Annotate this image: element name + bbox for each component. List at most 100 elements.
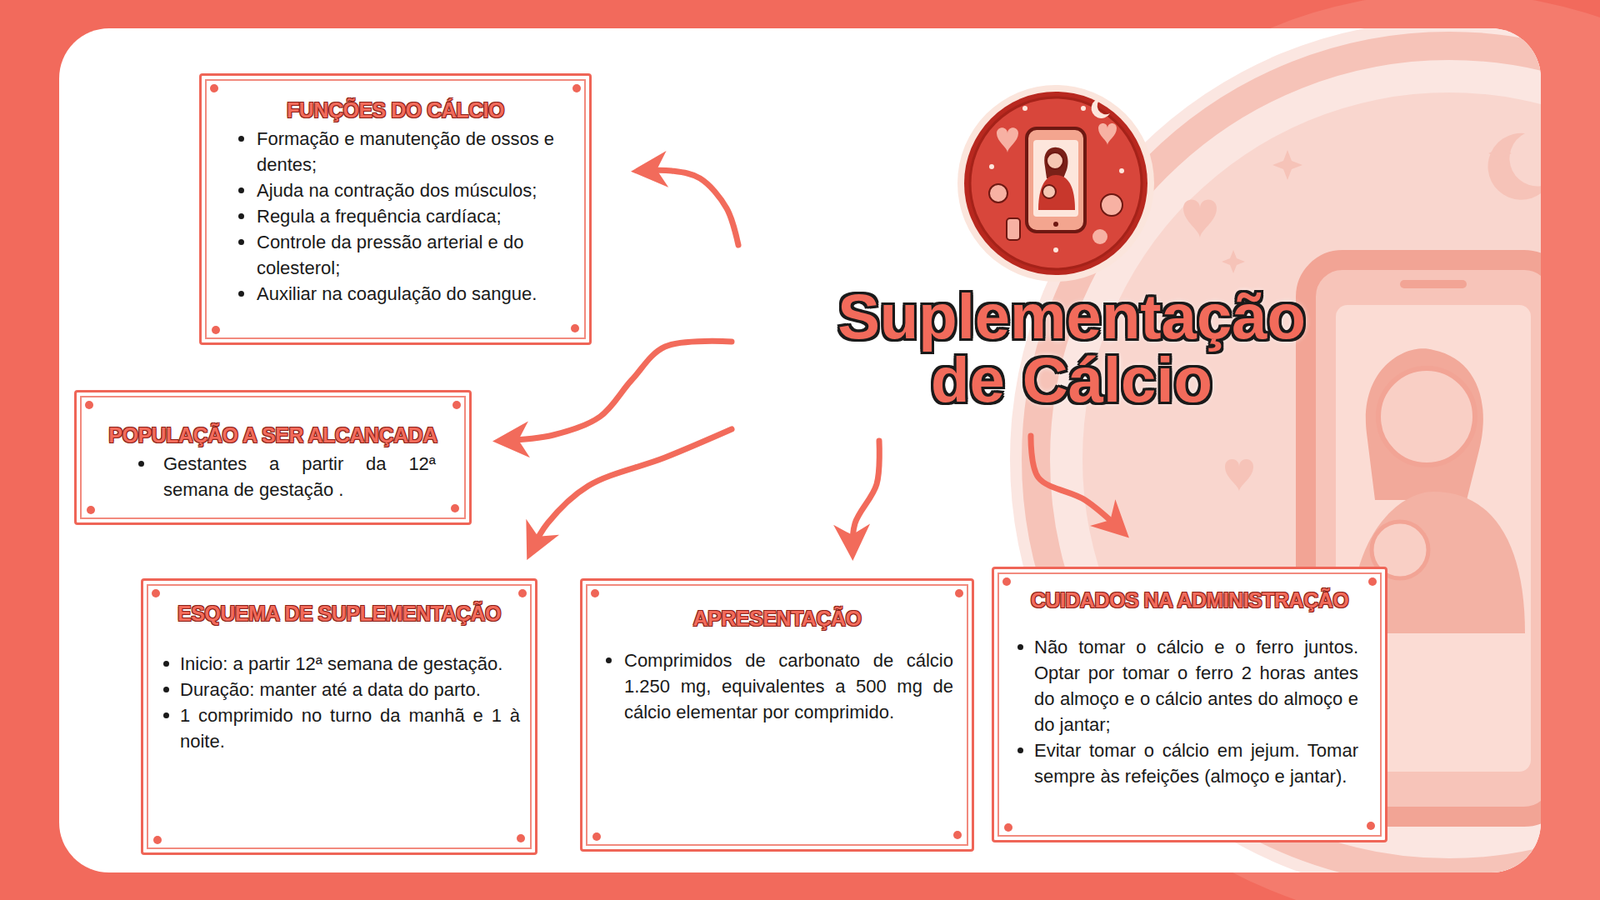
connector-arrow bbox=[1030, 435, 1123, 532]
diagram-title: Suplementação de Cálcio bbox=[805, 86, 1339, 412]
box-body: Formação e manutenção de ossos e dentes;… bbox=[201, 125, 590, 307]
bullet-text: Formação e manutenção de ossos e dentes; bbox=[256, 125, 573, 178]
corner-dot bbox=[1366, 821, 1375, 830]
bullet-dot bbox=[605, 657, 612, 664]
corner-dot bbox=[211, 325, 220, 335]
box-content: POPULAÇÃO A SER ALCANÇADAGestantes a par… bbox=[76, 392, 470, 503]
bullet-text: Regula a frequência cardíaca; bbox=[256, 203, 573, 230]
corner-dot bbox=[516, 834, 525, 843]
watermark-star bbox=[1272, 150, 1303, 180]
bullet-dot bbox=[138, 460, 145, 467]
logo-heart bbox=[1098, 123, 1117, 145]
box-heading: CUIDADOS NA ADMINISTRAÇÃO bbox=[994, 587, 1385, 613]
bullet-dot bbox=[238, 290, 245, 297]
bullet-item: 1 comprimido no turno da manhã e 1 à noi… bbox=[163, 702, 520, 755]
bullet-cell bbox=[1017, 634, 1035, 650]
bullet-cell bbox=[163, 702, 180, 719]
box-content: ESQUEMA DE SUPLEMENTAÇÃOInicio: a partir… bbox=[143, 580, 535, 755]
logo-rim bbox=[964, 91, 1148, 275]
bullet-dot bbox=[238, 135, 245, 142]
bullet-dot bbox=[1017, 747, 1024, 754]
logo bbox=[957, 85, 1155, 282]
logo-hair bbox=[1044, 147, 1068, 179]
bullet-text: Controle da pressão arterial e do colest… bbox=[256, 229, 573, 281]
bullet-item: Evitar tomar o cálcio em jejum. Tomar se… bbox=[1017, 737, 1359, 790]
logo-head bbox=[1046, 152, 1064, 170]
info-box: ESQUEMA DE SUPLEMENTAÇÃOInicio: a partir… bbox=[140, 578, 538, 855]
logo-halo bbox=[957, 85, 1155, 282]
logo-pacifier bbox=[989, 184, 1008, 203]
logo-bottle bbox=[1006, 218, 1020, 240]
logo-star bbox=[1022, 105, 1028, 111]
box-body: Inicio: a partir 12ª semana de gestação.… bbox=[143, 650, 535, 755]
logo-star bbox=[1080, 105, 1086, 111]
connector-arrow bbox=[640, 170, 739, 245]
bullet-dot bbox=[238, 187, 245, 194]
box-content: FUNÇÕES DO CÁLCIOFormação e manutenção d… bbox=[201, 75, 590, 307]
box-body: Comprimidos de carbonato de cálcio 1.250… bbox=[582, 647, 972, 725]
bullet-cell bbox=[138, 450, 164, 467]
bullet-cell bbox=[163, 650, 180, 667]
watermark-halo bbox=[982, 0, 1600, 900]
corner-dot bbox=[570, 324, 580, 333]
bullet-text: Evitar tomar o cálcio em jejum. Tomar se… bbox=[1034, 737, 1359, 790]
bullet-item: Comprimidos de carbonato de cálcio 1.250… bbox=[605, 647, 954, 725]
logo-disc bbox=[970, 97, 1142, 270]
bullet-text: Comprimidos de carbonato de cálcio 1.250… bbox=[624, 647, 954, 725]
corner-dot bbox=[955, 589, 964, 598]
bullet-text: Não tomar o cálcio e o ferro juntos. Opt… bbox=[1034, 634, 1359, 738]
bullet-dot bbox=[163, 660, 170, 667]
box-content: APRESENTAÇÃO Comprimidos de carbonato de … bbox=[582, 580, 972, 725]
logo-flower bbox=[1100, 194, 1123, 216]
logo-phone-button bbox=[1053, 221, 1059, 227]
corner-dot bbox=[151, 589, 160, 598]
bullet-cell bbox=[1017, 737, 1035, 754]
bullet-dot bbox=[1017, 644, 1024, 650]
corner-dot bbox=[85, 400, 94, 410]
box-content: CUIDADOS NA ADMINISTRAÇÃO Não tomar o cál… bbox=[994, 569, 1385, 790]
watermark-head bbox=[1378, 368, 1475, 465]
corner-dot bbox=[590, 589, 600, 598]
box-heading: POPULAÇÃO A SER ALCANÇADA bbox=[76, 422, 470, 448]
bullet-cell bbox=[163, 676, 180, 693]
box-heading: APRESENTAÇÃO bbox=[582, 605, 972, 631]
logo-star bbox=[1053, 247, 1059, 253]
logo-dot bbox=[1092, 229, 1108, 245]
bullet-text: Duração: manter até a data do parto. bbox=[180, 676, 520, 703]
logo-heart bbox=[996, 127, 1019, 153]
bullet-text: Auxiliar na coagulação do sangue. bbox=[256, 280, 573, 307]
connector-arrow bbox=[501, 340, 732, 441]
corner-dot bbox=[1002, 577, 1011, 586]
info-box: FUNÇÕES DO CÁLCIOFormação e manutenção d… bbox=[199, 73, 592, 345]
bullet-text: 1 comprimido no turno da manhã e 1 à noi… bbox=[180, 702, 520, 755]
box-body: Gestantes a partir da 12ª semana de gest… bbox=[76, 450, 470, 503]
box-heading: FUNÇÕES DO CÁLCIO bbox=[201, 97, 590, 123]
logo-moon bbox=[1091, 98, 1110, 119]
logo-star bbox=[989, 164, 995, 170]
bullet-dot bbox=[238, 239, 245, 245]
connector-arrow bbox=[852, 440, 880, 552]
bullet-cell bbox=[238, 177, 257, 194]
watermark-hair bbox=[1365, 348, 1484, 500]
bullet-cell bbox=[238, 229, 257, 245]
info-box: CUIDADOS NA ADMINISTRAÇÃO Não tomar o cál… bbox=[991, 566, 1388, 843]
info-box: APRESENTAÇÃO Comprimidos de carbonato de … bbox=[580, 578, 975, 852]
corner-dot bbox=[86, 505, 95, 515]
bullet-item: Inicio: a partir 12ª semana de gestação. bbox=[163, 650, 520, 677]
watermark-phone-speaker bbox=[1400, 280, 1467, 289]
bullet-item: Ajuda na contração dos músculos; bbox=[238, 177, 573, 204]
info-box: POPULAÇÃO A SER ALCANÇADAGestantes a par… bbox=[74, 390, 472, 525]
corner-dot bbox=[518, 589, 527, 598]
bullet-dot bbox=[238, 213, 245, 220]
watermark-star bbox=[1221, 250, 1245, 274]
watermark-moon bbox=[1488, 133, 1541, 200]
bullet-cell bbox=[238, 203, 257, 220]
logo-star bbox=[1119, 168, 1125, 174]
corner-dot bbox=[210, 84, 219, 93]
bullet-text: Gestantes a partir da 12ª semana de gest… bbox=[163, 450, 436, 503]
bullet-cell bbox=[605, 647, 625, 664]
corner-dot bbox=[953, 830, 962, 840]
bullet-dot bbox=[163, 686, 170, 693]
corner-dot bbox=[592, 832, 601, 841]
